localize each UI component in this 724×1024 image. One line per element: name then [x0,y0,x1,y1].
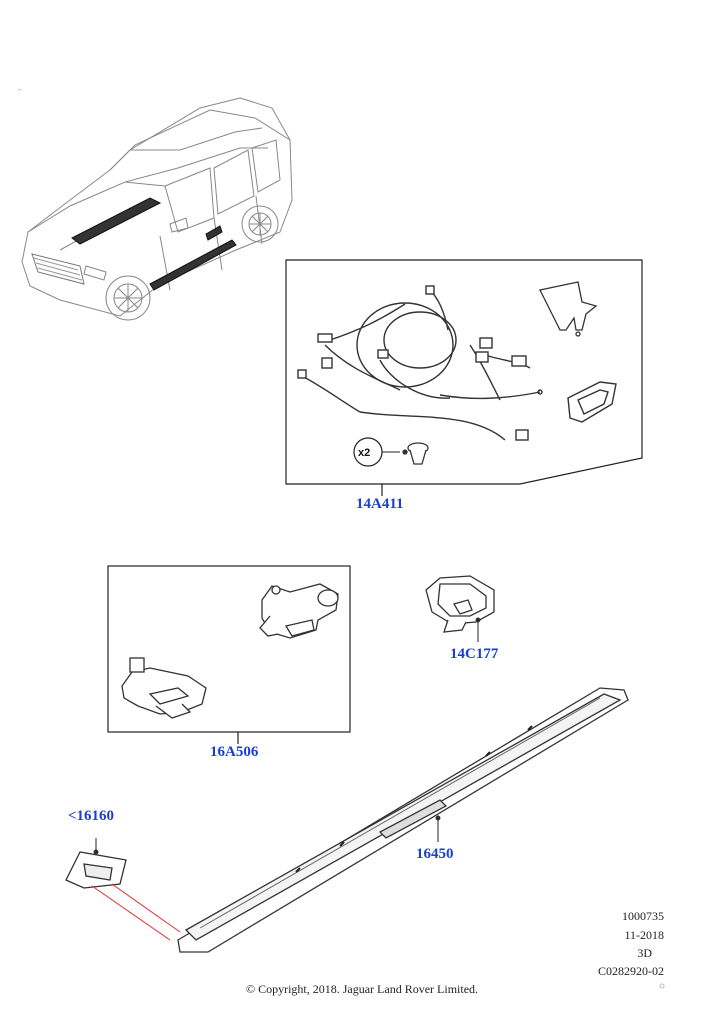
vehicle-running-board-highlight [71,197,237,291]
wiring-harness-icon [297,285,543,441]
mounting-bracket-icon [65,838,127,889]
deployment-motor-icon [121,657,207,719]
quantity-badge: x2 [353,437,400,467]
harness-kit-frame [285,259,643,496]
drawing-date: 11-2018 [624,928,664,942]
clip-fastener-icon [402,442,429,465]
svg-text:x2: x2 [358,447,370,459]
part-label-16160[interactable]: <16160 [68,808,115,824]
deployment-motor-icon [259,583,339,639]
part-label-14c177[interactable]: 14C177 [450,646,499,662]
drawing-code: C0282920-02 [598,964,664,978]
module-pair-frame [107,565,351,744]
part-label-16a506[interactable]: 16A506 [210,744,259,760]
vehicle-illustration-icon [21,97,293,321]
part-label-14a411[interactable]: 14A411 [356,496,404,512]
drawing-number: 1000735 [622,909,664,923]
grommet-icon [567,381,617,423]
part-label-16450[interactable]: 16450 [416,846,454,862]
bracket-plate-icon [539,281,598,337]
drawing-view: 3D [637,946,652,960]
running-board-icon [177,687,629,953]
bracket-leader-lines [91,883,181,941]
copyright-notice: © Copyright, 2018. Jaguar Land Rover Lim… [245,982,479,996]
control-module-icon [425,575,495,642]
svg-text:⌐: ⌐ [18,85,23,94]
